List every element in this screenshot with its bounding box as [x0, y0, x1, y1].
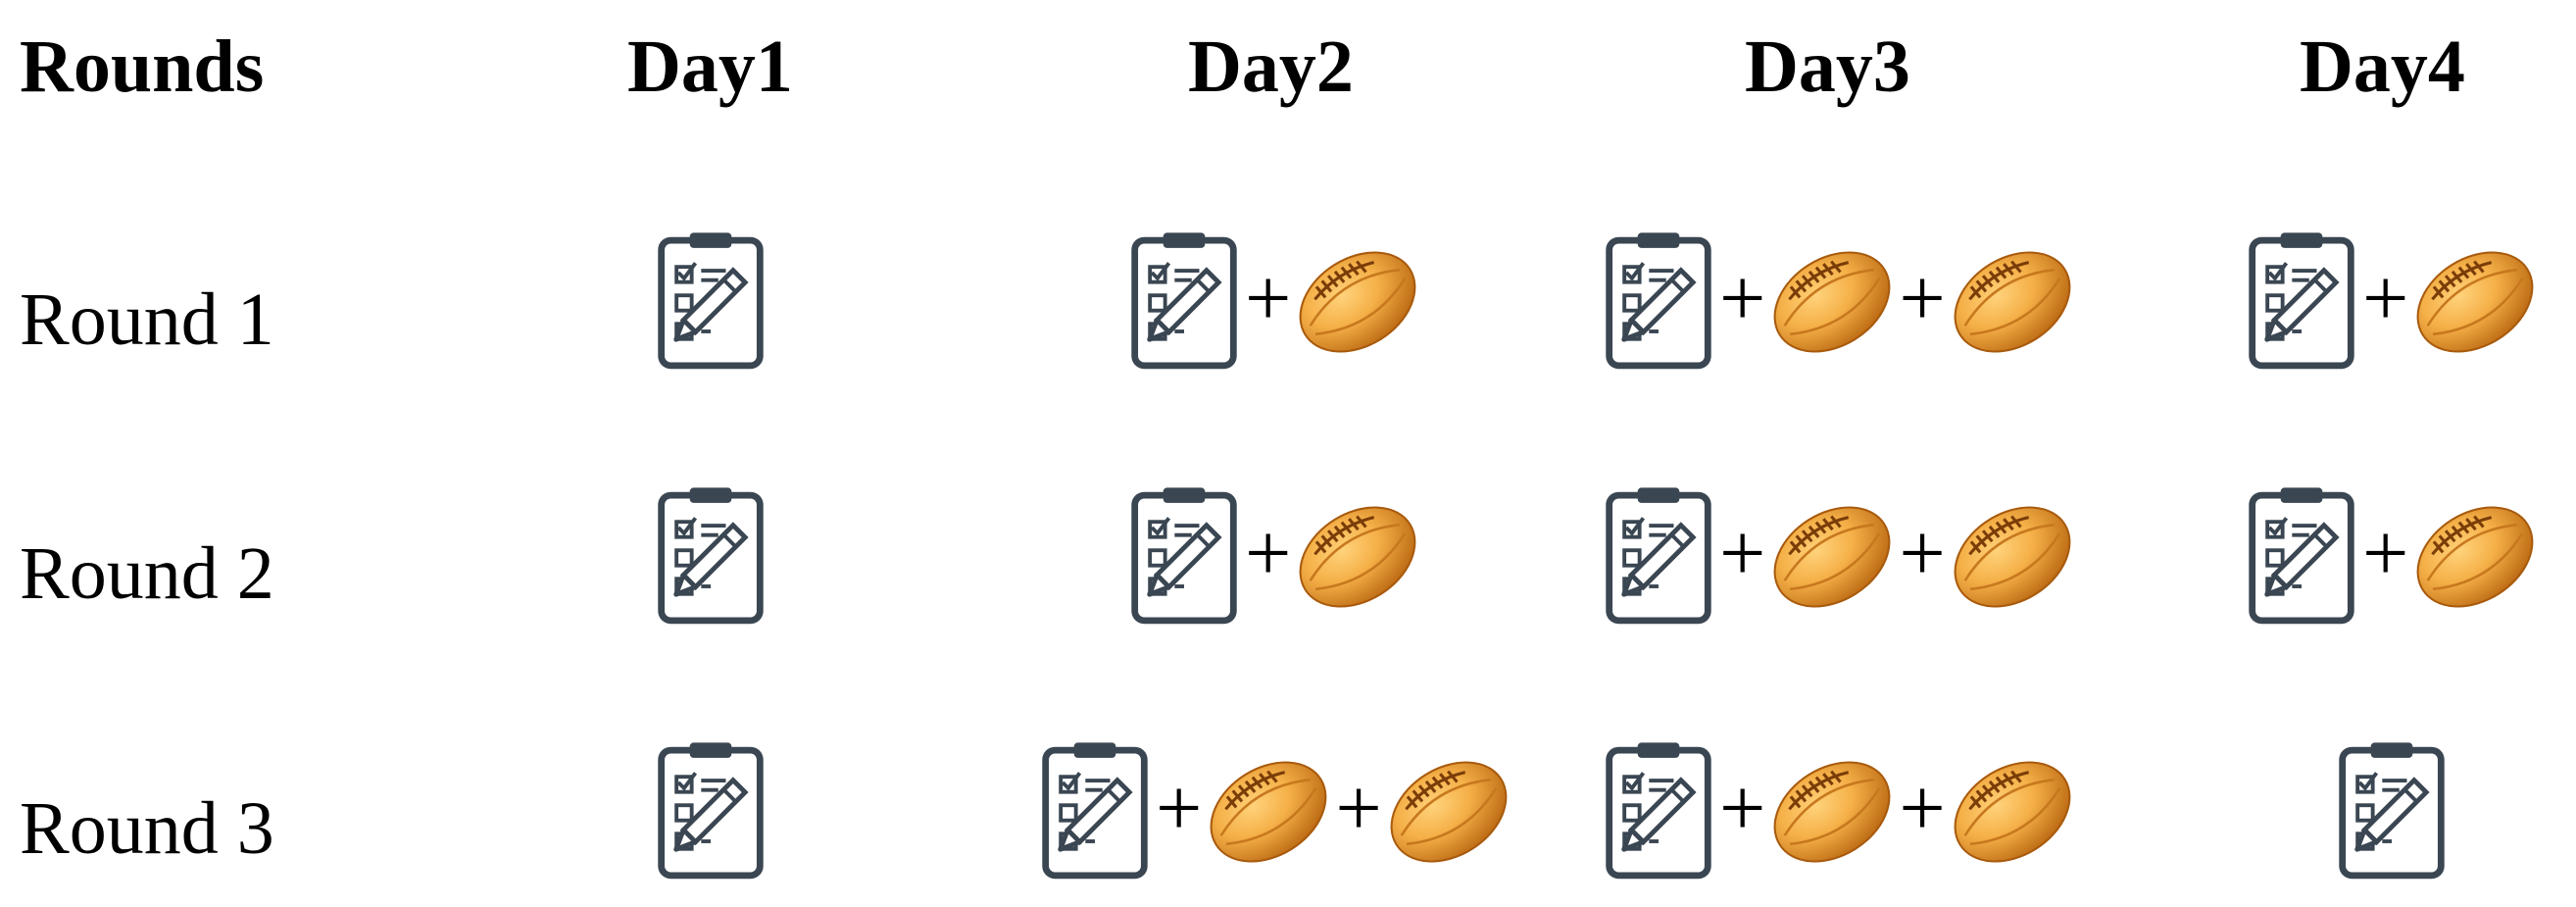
clipboard-checklist-icon — [2333, 739, 2451, 884]
clipboard-checklist-icon — [652, 229, 769, 375]
plus-sign: + — [1719, 763, 1766, 854]
plus-sign: + — [1245, 508, 1292, 599]
clipboard-checklist-icon — [1125, 229, 1243, 375]
clipboard-checklist-icon — [2243, 484, 2360, 630]
day-header-4: Day4 — [2300, 25, 2465, 108]
cell-round-2-day-2: + — [1125, 479, 1423, 635]
football-icon — [1947, 747, 2077, 877]
football-icon — [1383, 747, 1513, 877]
clipboard-checklist-icon — [652, 484, 769, 630]
rounds-header: Rounds — [20, 25, 265, 108]
clipboard-checklist-icon — [2243, 229, 2360, 375]
clipboard-checklist-icon — [1600, 739, 1717, 884]
plus-sign: + — [1245, 253, 1292, 344]
football-icon — [2410, 237, 2541, 367]
cell-round-1-day-3: ++ — [1600, 224, 2077, 380]
football-icon — [1293, 492, 1423, 622]
clipboard-checklist-icon — [1600, 229, 1717, 375]
plus-sign: + — [2362, 253, 2409, 344]
football-icon — [2410, 492, 2541, 622]
cell-round-3-day-4 — [2333, 733, 2451, 890]
football-icon — [1293, 237, 1423, 367]
clipboard-checklist-icon — [652, 739, 769, 884]
cell-round-2-day-3: ++ — [1600, 479, 2077, 635]
cell-round-3-day-3: ++ — [1600, 733, 2077, 890]
cell-round-2-day-1 — [652, 479, 769, 635]
day-header-2: Day2 — [1188, 25, 1354, 108]
cell-round-1-day-1 — [652, 224, 769, 380]
clipboard-checklist-icon — [1036, 739, 1154, 884]
football-icon — [1947, 492, 2077, 622]
football-icon — [1767, 747, 1898, 877]
cell-round-1-day-4: + — [2243, 224, 2541, 380]
plus-sign: + — [1719, 508, 1766, 599]
plus-sign: + — [1335, 763, 1382, 854]
day-header-1: Day1 — [627, 25, 793, 108]
round-label-1: Round 1 — [20, 278, 274, 361]
football-icon — [1947, 237, 2077, 367]
football-icon — [1767, 492, 1898, 622]
plus-sign: + — [1899, 253, 1946, 344]
day-header-3: Day3 — [1745, 25, 1910, 108]
plus-sign: + — [1899, 508, 1946, 599]
round-label-2: Round 2 — [20, 532, 274, 615]
cell-round-1-day-2: + — [1125, 224, 1423, 380]
football-icon — [1767, 237, 1898, 367]
round-label-3: Round 3 — [20, 787, 274, 870]
clipboard-checklist-icon — [1600, 484, 1717, 630]
cell-round-3-day-1 — [652, 733, 769, 890]
plus-sign: + — [2362, 508, 2409, 599]
plus-sign: + — [1156, 763, 1203, 854]
clipboard-checklist-icon — [1125, 484, 1243, 630]
plus-sign: + — [1899, 763, 1946, 854]
football-icon — [1204, 747, 1334, 877]
cell-round-3-day-2: ++ — [1036, 733, 1513, 890]
plus-sign: + — [1719, 253, 1766, 344]
cell-round-2-day-4: + — [2243, 479, 2541, 635]
